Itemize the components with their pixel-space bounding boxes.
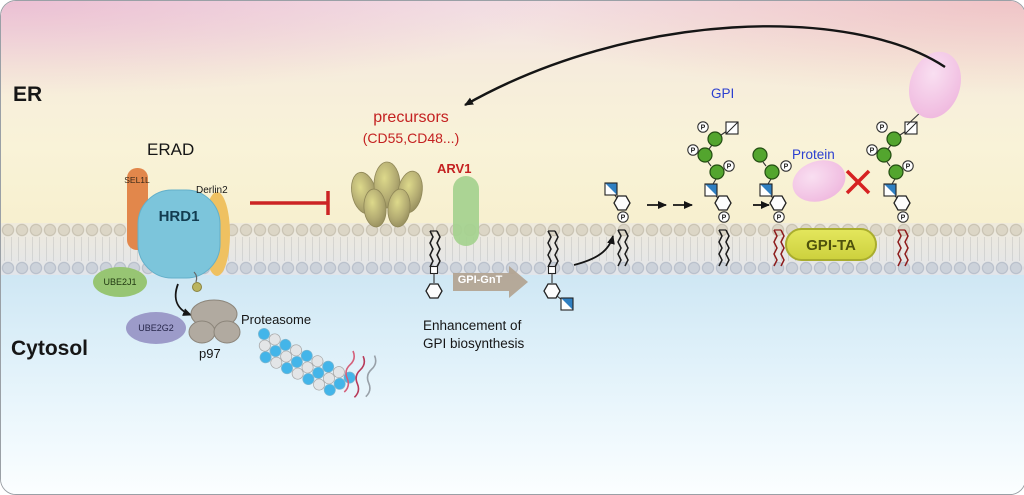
gpi-gnt-arrow	[453, 266, 528, 298]
retrotranslocation-arrow	[174, 283, 192, 316]
ube2g2-label: UBE2G2	[138, 323, 174, 333]
hrd1-label: HRD1	[158, 208, 200, 225]
gpi-glcnac-pi-structure	[543, 230, 574, 311]
gpi-pi-structure	[425, 230, 443, 299]
blocked-x-mark	[845, 169, 871, 195]
ube2g2-shape	[126, 312, 186, 344]
ube2j1-label: UBE2J1	[103, 277, 137, 287]
arv1-label: ARV1	[437, 161, 472, 176]
enhancement-line1: Enhancement of	[423, 318, 522, 333]
protein-label: Protein	[792, 147, 835, 162]
inhibition-tbar	[250, 191, 330, 215]
derlin2-label: Derlin2	[196, 185, 228, 196]
precursors-detail-label: (CD55,CD48...)	[362, 130, 460, 146]
hrd1-shape	[137, 189, 221, 279]
sel1l-label: SEL1L	[124, 175, 150, 185]
precursors-label: precursors	[373, 109, 449, 126]
anchored-protein-shape	[909, 51, 961, 119]
gpi-anchored-protein	[866, 51, 961, 267]
arv1-shape	[453, 176, 479, 246]
proteasome-shape	[258, 328, 356, 396]
er-label: ER	[13, 83, 43, 106]
enhancement-label: Enhancement of GPI biosynthesis	[423, 317, 524, 353]
negative-feedback-arrow	[464, 25, 946, 107]
erad-label: ERAD	[147, 140, 195, 159]
protein-shape	[792, 160, 846, 202]
flip-arrow	[573, 235, 615, 266]
degraded-peptides	[343, 350, 377, 398]
gpi-label: GPI	[711, 86, 735, 101]
cytosol-label: Cytosol	[11, 337, 89, 360]
proteasome-label: Proteasome	[241, 312, 312, 327]
precursor-proteins	[351, 161, 423, 228]
gpi-gnt-label: GPI-GnT	[457, 274, 503, 286]
gpi-attachment-structure	[752, 147, 846, 267]
enhancement-line2: GPI biosynthesis	[423, 336, 525, 351]
cytosol-zone	[1, 275, 1024, 494]
p97-shape	[188, 299, 241, 344]
p97-label: p97	[199, 346, 221, 361]
gpi-flipped-structure	[604, 182, 631, 267]
ube2j1-shape	[93, 267, 147, 297]
gpi-full-structure	[687, 121, 739, 267]
erad-complex	[93, 168, 230, 344]
gpi-ta-enzyme: GPI-TA	[785, 228, 877, 261]
ubiquitin-tag	[192, 271, 202, 292]
